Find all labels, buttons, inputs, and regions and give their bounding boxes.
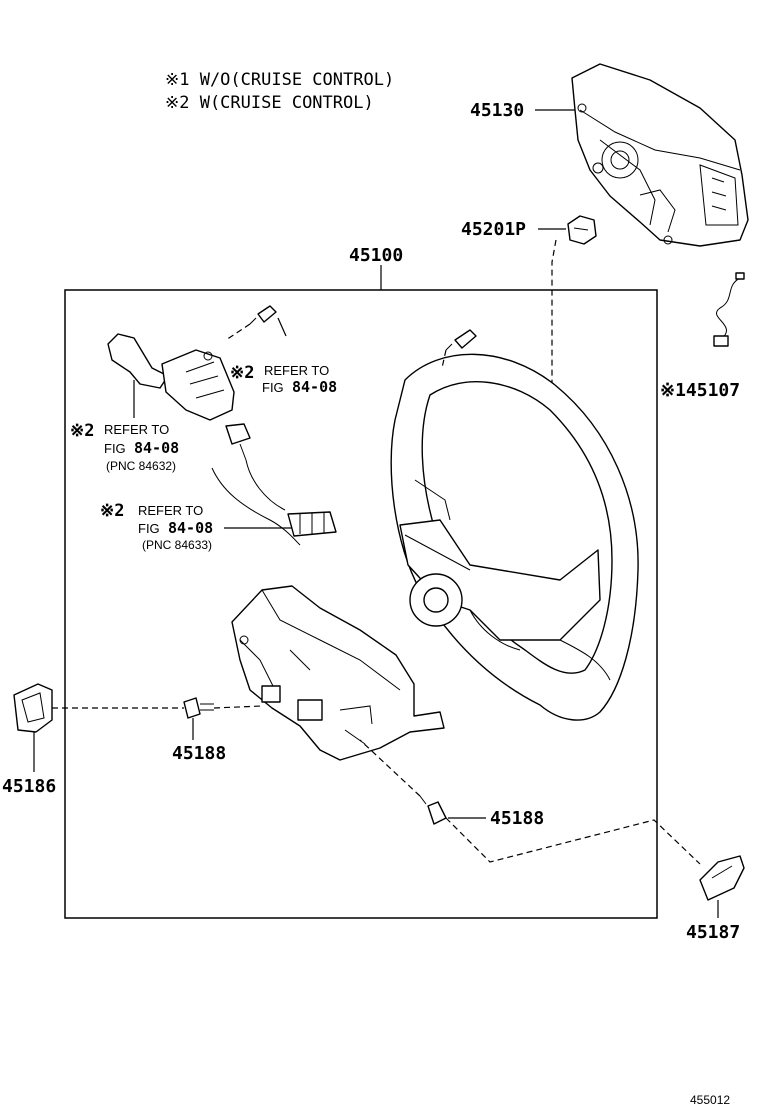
- ref3-refer-to: REFER TO: [138, 503, 203, 518]
- right-side-cap[interactable]: [699, 855, 745, 901]
- ref2-pnc: (PNC 84632): [106, 459, 176, 473]
- dashed-line-right-cap: [445, 817, 701, 865]
- assembly-frame: [64, 289, 658, 919]
- ref1-fig: FIG: [262, 380, 284, 395]
- ref3-fig: FIG: [138, 521, 160, 536]
- wire-harness-84633[interactable]: [211, 459, 337, 546]
- dashed-line-top-screw: [441, 349, 447, 369]
- ref2-fig: FIG: [104, 441, 126, 456]
- part-label-45201p[interactable]: 45201P: [461, 219, 526, 240]
- lower-cover-screw-left[interactable]: [183, 697, 214, 719]
- cruise-wire-harness[interactable]: [713, 272, 745, 347]
- ref3-mark: ※2: [100, 501, 124, 521]
- part-label-45100[interactable]: 45100: [349, 245, 403, 266]
- steering-wheel-nut[interactable]: [567, 215, 597, 245]
- dashed-line-nut-to-wheel: [499, 239, 557, 556]
- horn-pad-cover[interactable]: [571, 63, 749, 247]
- ref2-mark: ※2: [70, 421, 94, 441]
- leader-switch-screw-ref: [277, 317, 287, 337]
- left-side-cap[interactable]: [13, 683, 53, 733]
- part-label-45188-a[interactable]: 45188: [172, 743, 226, 764]
- steering-wheel[interactable]: [390, 353, 639, 721]
- note-with-cruise-control: ※2 W(CRUISE CONTROL): [165, 93, 374, 113]
- ref1-refer-to: REFER TO: [264, 363, 329, 378]
- connector-plug[interactable]: [225, 423, 251, 461]
- part-label-45130[interactable]: 45130: [470, 100, 524, 121]
- part-label-45186[interactable]: 45186: [2, 776, 56, 797]
- cruise-switch-screw[interactable]: [249, 305, 277, 325]
- note-without-cruise-control: ※1 W/O(CRUISE CONTROL): [165, 70, 394, 90]
- figure-id: 455012: [690, 1093, 730, 1107]
- dashed-line-switch-screw: [225, 323, 251, 341]
- ref3-pnc: (PNC 84633): [142, 538, 212, 552]
- steering-lower-cover[interactable]: [231, 585, 445, 761]
- ref1-fig-num[interactable]: 84-08: [292, 378, 337, 396]
- part-label-45188-b[interactable]: 45188: [490, 808, 544, 829]
- ref2-refer-to: REFER TO: [104, 422, 169, 437]
- wheel-top-screw[interactable]: [445, 329, 477, 351]
- ref3-fig-num[interactable]: 84-08: [168, 519, 213, 537]
- part-label-45187[interactable]: 45187: [686, 922, 740, 943]
- ref2-fig-num[interactable]: 84-08: [134, 439, 179, 457]
- cruise-control-switch[interactable]: [107, 333, 235, 421]
- dashed-line-screw-right: [359, 739, 421, 797]
- lower-cover-screw-right[interactable]: [419, 795, 447, 825]
- ref1-mark: ※2: [230, 363, 254, 383]
- dashed-line-screw-left: [213, 705, 263, 709]
- part-label-145107[interactable]: ※145107: [660, 380, 740, 401]
